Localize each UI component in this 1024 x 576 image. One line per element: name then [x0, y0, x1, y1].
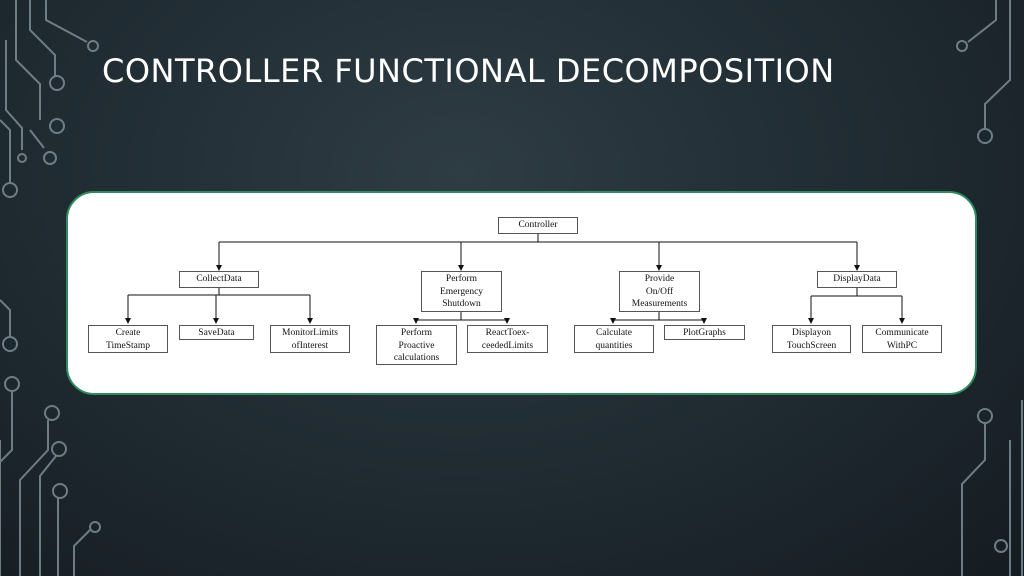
node-calculate-quantities: Calculate quantities: [574, 325, 654, 353]
node-collect-data: CollectData: [179, 271, 259, 288]
node-perform-proactive-calculations: Perform Proactive calculations: [376, 325, 457, 365]
node-monitor-limits: MonitorLimits ofInterest: [270, 325, 350, 353]
node-display-data: DisplayData: [817, 271, 897, 288]
node-save-data: SaveData: [179, 325, 254, 340]
node-plot-graphs: PlotGraphs: [664, 325, 745, 340]
node-react-to-exceeded-limits: ReactToex- ceededLimits: [467, 325, 548, 353]
node-display-on-touchscreen: Displayon TouchScreen: [772, 325, 851, 353]
node-controller: Controller: [498, 217, 578, 234]
node-perform-emergency-shutdown: Perform Emergency Shutdown: [421, 271, 502, 312]
node-create-timestamp: Create TimeStamp: [88, 325, 168, 353]
slide-title: CONTROLLER FUNCTIONAL DECOMPOSITION: [102, 52, 835, 90]
node-provide-on-off-measurements: Provide On/Off Measurements: [619, 271, 700, 312]
node-communicate-with-pc: Communicate WithPC: [862, 325, 942, 353]
diagram-panel: [66, 191, 977, 395]
